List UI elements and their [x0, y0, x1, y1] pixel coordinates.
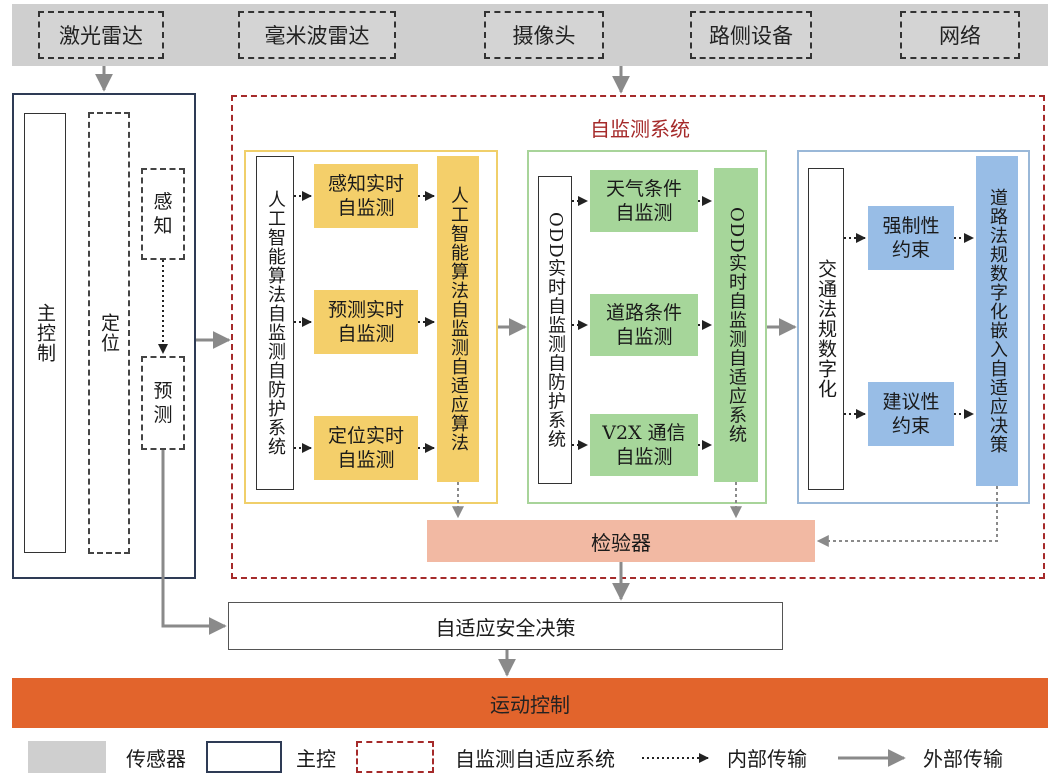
- ai-adaptive-label: 人工智能算法自监测自适应算法: [448, 186, 469, 452]
- odd-protection-label: ODD实时自监测自防护系统: [545, 211, 566, 449]
- odd-item-road: 道路条件 自监测: [590, 294, 698, 356]
- legend-main-label: 主控: [296, 746, 336, 771]
- legend-sensor-swatch: [28, 741, 106, 773]
- odd-adaptive-label: ODD实时自监测自适应系统: [726, 206, 747, 444]
- ai-item-perception: 感知实时 自监测: [314, 164, 418, 228]
- odd-protection-system: ODD实时自监测自防护系统: [538, 176, 572, 484]
- ai-item-prediction: 预测实时 自监测: [314, 290, 418, 354]
- legend-self-monitoring-label: 自监测自适应系统: [455, 746, 615, 771]
- law-digitization-label: 交通法规数字化: [815, 259, 837, 399]
- internal-arrows: [158, 191, 974, 453]
- localization-label: 定位: [98, 313, 120, 353]
- law-digitization: 交通法规数字化: [808, 168, 844, 490]
- perception-label: 感知: [153, 191, 173, 237]
- checker-feed-arrows: [452, 482, 998, 547]
- sensor-camera: 摄像头: [484, 11, 604, 59]
- ai-group: [244, 150, 498, 504]
- ai-item-localization: 定位实时 自监测: [314, 416, 418, 480]
- odd-item-weather: 天气条件 自监测: [590, 170, 698, 232]
- legend-main-swatch: [206, 741, 282, 773]
- law-item-mandatory: 强制性 约束: [868, 206, 954, 270]
- odd-adaptive-system: ODD实时自监测自适应系统: [714, 168, 758, 482]
- odd-item-v2x: V2X 通信 自监测: [590, 414, 698, 476]
- motion-control: 运动控制: [12, 678, 1048, 728]
- main-control-block: 主控制: [24, 113, 66, 553]
- ai-protection-label: 人工智能算法自监测自防护系统: [265, 190, 286, 456]
- localization-block: 定位: [88, 112, 130, 554]
- legend-internal-label: 内部传输: [727, 746, 807, 771]
- perception-block: 感知: [141, 168, 185, 260]
- ai-protection-system: 人工智能算法自监测自防护系统: [256, 156, 294, 490]
- sensor-lidar: 激光雷达: [38, 11, 164, 59]
- main-control-label: 主控制: [34, 303, 56, 363]
- external-arrows: [95, 66, 797, 677]
- prediction-label: 预测: [153, 380, 173, 426]
- sensor-network: 网络: [900, 11, 1020, 59]
- ai-adaptive-algorithm: 人工智能算法自监测自适应算法: [437, 156, 479, 482]
- self-monitoring-title: 自监测系统: [590, 117, 690, 141]
- law-adaptive-decision: 道路法规数字化嵌入自适应决策: [976, 156, 1018, 486]
- prediction-block: 预测: [141, 356, 185, 450]
- main-control-box: [12, 93, 196, 579]
- legend-self-monitoring-swatch: [356, 741, 434, 773]
- checker: 检验器: [427, 520, 815, 562]
- self-monitoring-box: [231, 95, 1045, 579]
- law-adaptive-label: 道路法规数字化嵌入自适应决策: [987, 188, 1008, 454]
- legend-external-label: 外部传输: [923, 746, 1003, 771]
- law-item-advisory: 建议性 约束: [868, 382, 954, 446]
- sensor-mmwave-radar: 毫米波雷达: [238, 11, 396, 59]
- legend-external-swatch: [838, 749, 906, 767]
- odd-group: [527, 150, 767, 504]
- legend-internal-swatch: [642, 753, 709, 763]
- sensor-roadside: 路侧设备: [690, 11, 812, 59]
- legend-sensor-label: 传感器: [126, 746, 186, 771]
- law-group: [797, 150, 1030, 504]
- adaptive-safety-decision: 自适应安全决策: [228, 602, 783, 650]
